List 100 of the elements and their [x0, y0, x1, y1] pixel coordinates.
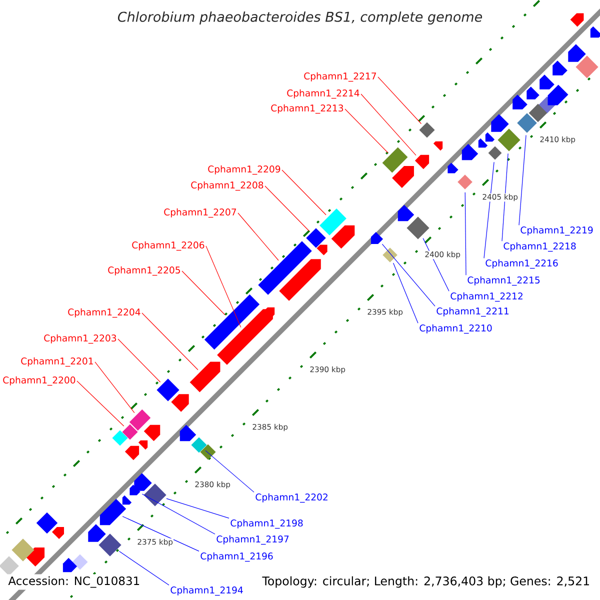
leader-line	[422, 238, 450, 292]
gene-block	[191, 437, 207, 453]
gene-block	[398, 204, 414, 222]
gene-block	[72, 554, 88, 570]
gene-label: Cphamn1_2216	[486, 259, 558, 269]
gene-block	[122, 424, 138, 440]
gene-block	[491, 114, 509, 132]
gene-label: Cphamn1_2215	[468, 276, 540, 286]
leader-line	[518, 134, 526, 226]
gene-block	[320, 208, 346, 236]
gene-label: Cphamn1_2213	[271, 104, 344, 114]
leader-line	[238, 212, 279, 261]
gene-label: Cphamn1_2218	[504, 242, 576, 252]
gene-block	[316, 244, 328, 256]
gene-label: Cphamn1_2203	[44, 334, 116, 344]
gene-block	[258, 241, 312, 295]
gene-label: Cphamn1_2209	[208, 165, 280, 175]
gene-block	[498, 128, 520, 152]
gene-label: Cphamn1_2207	[164, 208, 236, 218]
leader-line	[118, 338, 161, 382]
gene-block	[517, 113, 537, 133]
gene-label: Cphamn1_2202	[256, 493, 328, 503]
gene-block	[590, 26, 600, 38]
leader-line	[464, 192, 466, 276]
gene-block	[433, 141, 443, 151]
gene-block	[414, 154, 430, 170]
gene-block	[382, 248, 398, 262]
gene-block	[62, 558, 78, 572]
gene-block	[568, 44, 586, 62]
gene-block	[12, 538, 34, 562]
leader-line	[360, 94, 416, 156]
gene-block	[171, 394, 189, 412]
gene-label: Cphamn1_2208	[191, 181, 264, 191]
gene-block	[419, 122, 435, 138]
gene-label: Cphamn1_2211	[436, 307, 509, 317]
leader-line	[382, 244, 436, 306]
gene-block	[279, 259, 321, 301]
gene-label: Cphamn1_2205	[108, 266, 180, 276]
gene-label: Cphamn1_2200	[3, 376, 76, 386]
gene-block	[382, 147, 408, 173]
leader-line	[142, 494, 216, 534]
gene-label: Cphamn1_2201	[21, 357, 93, 367]
gene-block	[576, 56, 598, 78]
leader-line	[76, 380, 124, 426]
gene-block	[570, 13, 584, 27]
leader-line	[282, 170, 326, 216]
gene-block	[528, 104, 548, 122]
gene-block	[485, 132, 495, 142]
gene-block	[36, 512, 58, 534]
leader-line	[142, 312, 198, 370]
gene-block	[138, 440, 148, 450]
leader-line	[205, 450, 254, 492]
gene-label: Cphamn1_2210	[420, 324, 492, 334]
gene-block	[98, 534, 122, 556]
gene-block	[124, 446, 140, 460]
gene-label: Cphamn1_2212	[450, 292, 522, 302]
gene-label: Cphamn1_2196	[200, 552, 273, 562]
gene-block	[406, 216, 430, 240]
genome-info-text: Topology: circular; Length: 2,736,403 bp; Genes: 2,521	[262, 576, 589, 588]
gene-label: Cphamn1_2214	[287, 89, 360, 99]
gene-label: Cphamn1_2217	[304, 72, 376, 82]
gene-block	[200, 444, 216, 460]
gene-block	[144, 424, 160, 442]
gene-block	[180, 424, 196, 442]
gene-block	[462, 144, 478, 160]
leader-line	[264, 186, 310, 232]
gene-block	[540, 74, 554, 90]
gene-block	[392, 166, 414, 188]
gene-block	[217, 309, 273, 365]
leader-line	[502, 153, 508, 242]
gene-block	[458, 174, 472, 190]
accession-text: Accession: NC_010831	[6, 574, 142, 590]
gene-block	[548, 84, 568, 106]
gene-block	[552, 60, 568, 76]
gene-block	[331, 225, 355, 249]
gene-block	[371, 232, 384, 244]
leader-line	[118, 550, 170, 586]
leader-line	[94, 362, 135, 414]
gene-label: Cphamn1_2204	[68, 308, 140, 318]
gene-block	[265, 307, 275, 317]
gene-label: Cphamn1_2219	[520, 226, 593, 236]
leader-line	[378, 76, 422, 124]
gene-block	[478, 138, 488, 148]
gene-label: Cphamn1_2194	[170, 586, 243, 596]
leader-line	[206, 246, 242, 328]
leader-line	[484, 162, 494, 258]
gene-block	[129, 409, 151, 431]
gene-block	[25, 547, 45, 567]
gene-block	[306, 228, 326, 248]
gene-label: Cphamn1_2198	[230, 519, 303, 529]
gene-block	[488, 146, 502, 160]
leader-line	[182, 270, 226, 316]
leader-line	[122, 516, 200, 552]
gene-block	[122, 495, 132, 505]
gene-block	[190, 362, 220, 392]
gene-block	[204, 294, 260, 350]
leader-line	[393, 262, 418, 324]
gene-block	[0, 556, 19, 576]
gene-label: Cphamn1_2197	[216, 535, 289, 545]
leader-line	[166, 498, 230, 518]
